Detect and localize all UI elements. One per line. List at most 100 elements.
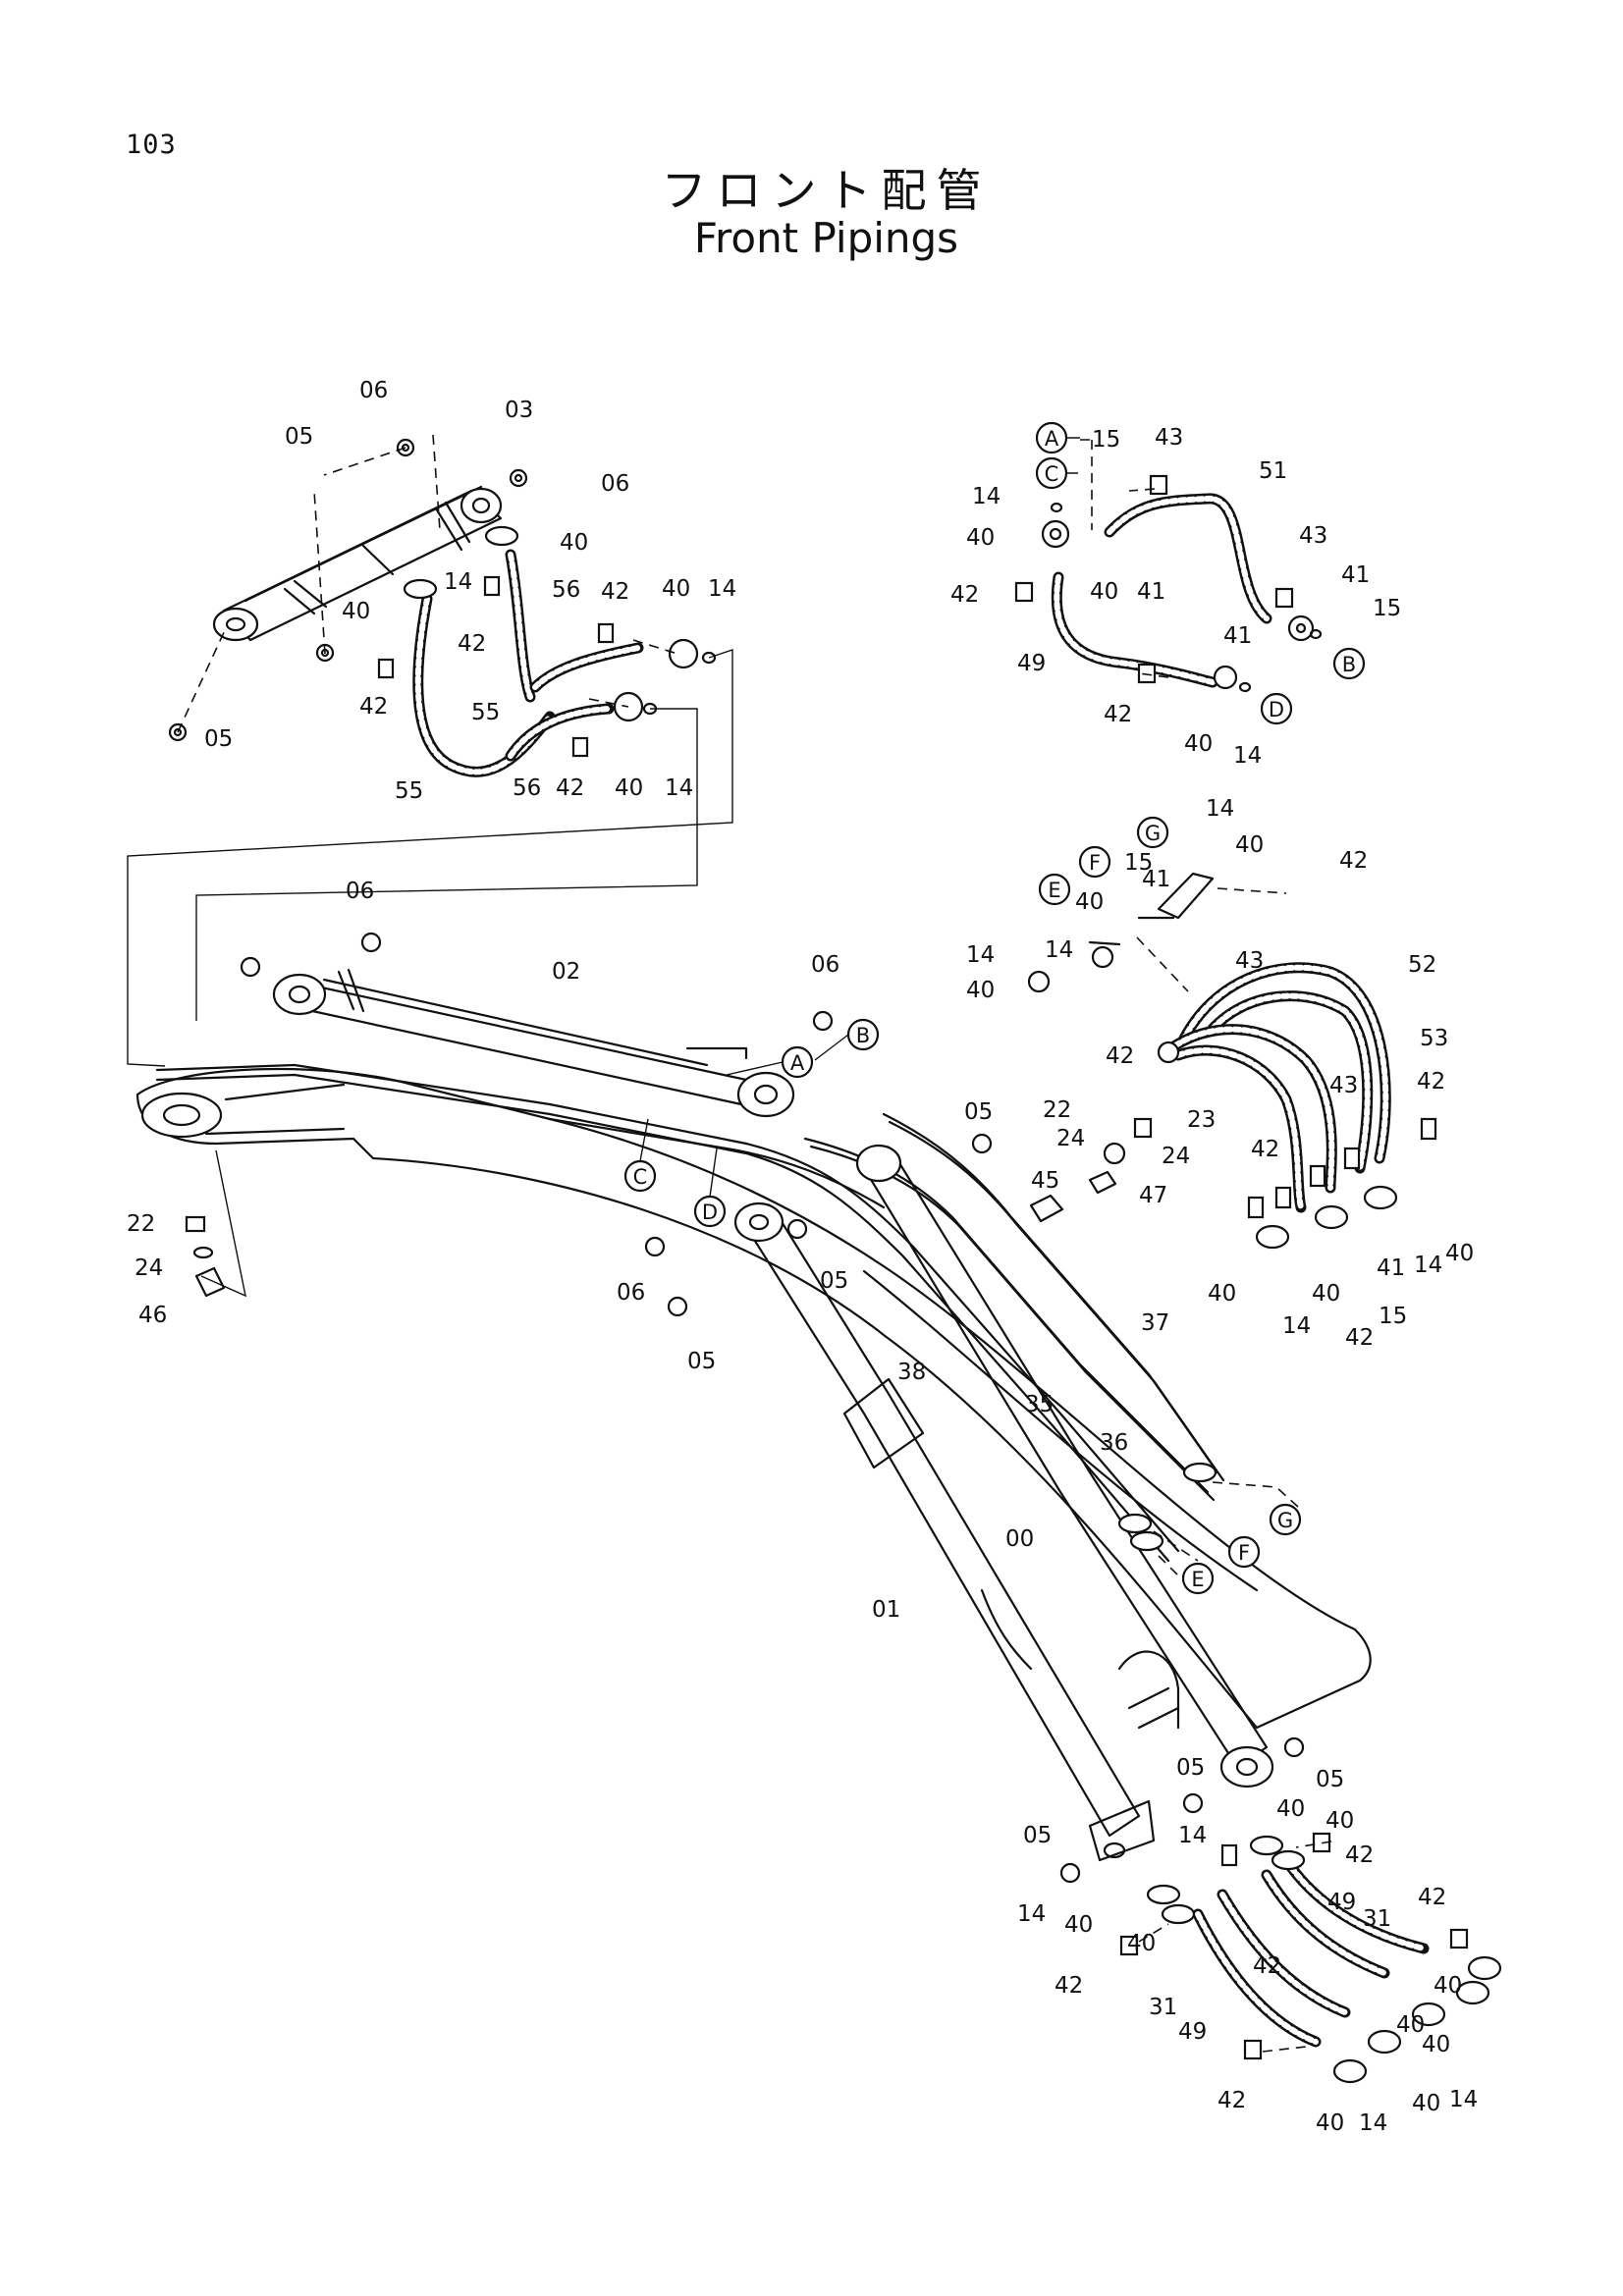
label-38: 38 — [897, 1360, 926, 1385]
label-42: 42 — [1253, 1953, 1281, 1979]
label-47: 47 — [1139, 1183, 1167, 1208]
label-15: 15 — [1124, 850, 1153, 876]
marker-G-top: G — [1136, 816, 1169, 849]
label-22: 22 — [1043, 1097, 1071, 1123]
flanges-lower — [1117, 1462, 1299, 1576]
label-40: 40 — [1276, 1796, 1305, 1822]
marker-D-top: D — [1260, 692, 1293, 725]
label-40: 40 — [1325, 1808, 1354, 1834]
label-42: 42 — [359, 694, 388, 720]
label-24: 24 — [1162, 1144, 1190, 1169]
marker-F-main: F — [1227, 1535, 1261, 1569]
svg-text:B: B — [1342, 653, 1356, 676]
label-01: 01 — [872, 1597, 900, 1623]
label-31: 31 — [1149, 1995, 1177, 2020]
label-46: 46 — [138, 1303, 167, 1328]
label-02: 02 — [552, 959, 580, 985]
label-40: 40 — [966, 978, 995, 1003]
label-14: 14 — [1206, 796, 1234, 822]
marker-E-top: E — [1038, 873, 1071, 906]
leaders-top-left — [127, 434, 733, 1067]
label-43: 43 — [1299, 523, 1327, 549]
label-42: 42 — [1106, 1043, 1134, 1069]
label-00: 00 — [1005, 1526, 1034, 1552]
marker-B-top: B — [1332, 647, 1366, 680]
label-06: 06 — [346, 879, 374, 904]
page-number: 103 — [126, 130, 177, 160]
label-14: 14 — [1282, 1313, 1311, 1339]
label-37: 37 — [1141, 1310, 1169, 1336]
label-42: 42 — [950, 582, 979, 608]
marker-A-main: A — [781, 1045, 814, 1079]
label-15: 15 — [1373, 596, 1401, 621]
svg-text:G: G — [1277, 1509, 1293, 1532]
title-japanese: フロント配管 — [661, 164, 992, 217]
reference-markers: A C B D G F E A B C D G F E — [623, 421, 1366, 1595]
label-42: 42 — [556, 775, 584, 801]
label-40: 40 — [1445, 1241, 1474, 1266]
label-53: 53 — [1420, 1026, 1448, 1051]
label-14: 14 — [665, 775, 693, 801]
label-06: 06 — [811, 952, 839, 978]
label-14: 14 — [1359, 2110, 1387, 2136]
label-14: 14 — [1045, 937, 1073, 963]
marker-E-main: E — [1181, 1562, 1215, 1595]
label-05: 05 — [1176, 1755, 1205, 1781]
label-42: 42 — [1417, 1069, 1445, 1095]
label-40: 40 — [1090, 579, 1118, 605]
washers — [240, 932, 1305, 1884]
label-05: 05 — [285, 424, 313, 450]
label-05: 05 — [820, 1268, 848, 1294]
label-24: 24 — [135, 1255, 163, 1281]
label-40: 40 — [1434, 1973, 1462, 1999]
label-23: 23 — [1187, 1107, 1216, 1133]
label-14: 14 — [1017, 1901, 1046, 1927]
label-41: 41 — [1341, 562, 1370, 588]
label-41: 41 — [1137, 579, 1165, 605]
marker-leaders — [639, 437, 1080, 1198]
svg-text:G: G — [1145, 822, 1161, 845]
title-english: Front Pipings — [693, 214, 959, 262]
svg-text:D: D — [1269, 698, 1284, 721]
pipe-clamps-45-47 — [185, 1117, 1153, 1298]
label-14: 14 — [1178, 1823, 1207, 1848]
label-40: 40 — [1316, 2110, 1344, 2136]
label-55: 55 — [395, 778, 423, 804]
part-number-labels: 06 03 05 06 40 14 56 40 42 42 40 14 42 5… — [127, 378, 1478, 2136]
label-40: 40 — [966, 525, 995, 551]
label-45: 45 — [1031, 1168, 1059, 1194]
marker-B-main: B — [846, 1018, 880, 1051]
boom-assembly — [135, 1067, 1372, 1730]
marker-A-top: A — [1035, 421, 1068, 454]
label-41: 41 — [1142, 867, 1170, 892]
label-40: 40 — [1312, 1281, 1340, 1307]
label-42: 42 — [1418, 1885, 1446, 1910]
label-14: 14 — [444, 569, 472, 595]
label-22: 22 — [127, 1211, 155, 1237]
boom-cylinder-01 — [733, 1201, 1156, 1862]
label-40: 40 — [560, 530, 588, 556]
label-40: 40 — [615, 775, 643, 801]
svg-text:F: F — [1089, 851, 1101, 875]
label-42: 42 — [1345, 1325, 1374, 1351]
label-15: 15 — [1092, 427, 1120, 453]
label-49: 49 — [1017, 651, 1046, 676]
label-40: 40 — [662, 576, 690, 602]
hose-49-51-detail — [1014, 439, 1323, 693]
label-43: 43 — [1329, 1073, 1358, 1098]
label-14: 14 — [1449, 2087, 1478, 2112]
label-51: 51 — [1259, 458, 1287, 484]
bucket-hoses-bottom — [1119, 1832, 1502, 2084]
label-40: 40 — [1075, 889, 1104, 915]
label-49: 49 — [1178, 2019, 1207, 2045]
label-36: 36 — [1100, 1430, 1128, 1456]
svg-text:A: A — [790, 1051, 805, 1075]
label-06: 06 — [601, 471, 629, 497]
label-40: 40 — [1208, 1281, 1236, 1307]
label-42: 42 — [1217, 2088, 1246, 2113]
label-05: 05 — [964, 1099, 993, 1125]
svg-text:D: D — [702, 1201, 718, 1224]
label-42: 42 — [458, 631, 486, 657]
label-24: 24 — [1056, 1126, 1085, 1151]
arm-cylinder-detail — [212, 485, 503, 642]
